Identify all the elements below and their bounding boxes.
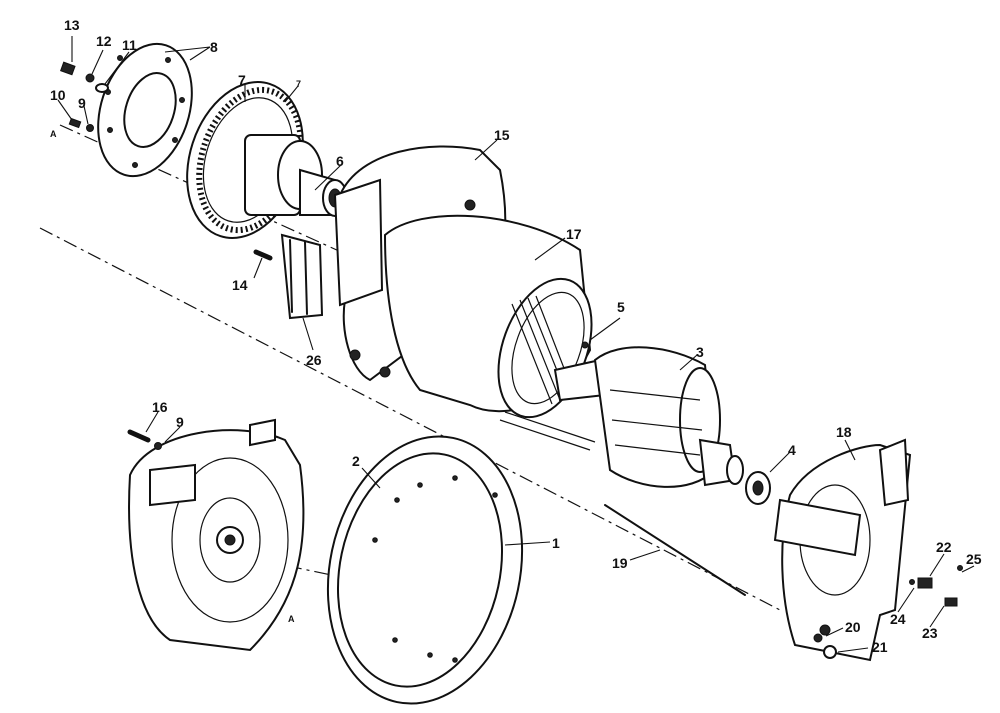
through-stud-part <box>604 504 746 596</box>
label-7-right: 7 <box>296 79 301 89</box>
label-18: 18 <box>836 424 852 440</box>
label-24: 24 <box>890 611 906 627</box>
label-10: 10 <box>50 87 66 103</box>
label-8: 8 <box>210 39 218 55</box>
adapter-ring-part <box>326 435 524 705</box>
stator-housing-part <box>333 145 596 451</box>
label-21: 21 <box>872 639 888 655</box>
label-1: 1 <box>552 535 560 551</box>
label-2: 2 <box>352 453 360 469</box>
label-11: 11 <box>122 37 137 53</box>
label-23: 23 <box>922 625 938 641</box>
label-3: 3 <box>696 344 704 360</box>
label-20: 20 <box>845 619 861 635</box>
label-26: 26 <box>306 352 322 368</box>
label-25: 25 <box>966 551 982 567</box>
label-16: 16 <box>152 399 168 415</box>
callout-labels: 13 12 11 8 10 9 A 7 7 6 14 15 17 26 5 3 … <box>50 17 982 655</box>
bracket-part <box>280 233 324 320</box>
label-7-left: 7 <box>238 72 246 88</box>
end-bell-part <box>773 438 912 662</box>
label-15: 15 <box>494 127 510 143</box>
label-4: 4 <box>788 442 796 458</box>
label-22: 22 <box>936 539 952 555</box>
label-19: 19 <box>612 555 628 571</box>
mark-a-top: A <box>50 129 57 139</box>
end-plate-part <box>97 42 193 178</box>
rotor-part <box>553 341 744 488</box>
center-axis-line <box>39 227 781 611</box>
mark-a-bottom: A <box>288 614 295 624</box>
small-hardware <box>60 61 963 659</box>
label-6: 6 <box>336 153 344 169</box>
fan-part <box>186 81 348 239</box>
label-13: 13 <box>64 17 80 33</box>
label-9-bottom: 9 <box>176 414 184 430</box>
label-12: 12 <box>96 33 112 49</box>
label-5: 5 <box>617 299 625 315</box>
label-9-top: 9 <box>78 95 86 111</box>
engine-adapter-part <box>128 418 305 652</box>
leader-lines <box>57 36 975 653</box>
label-17: 17 <box>566 226 582 242</box>
bearing-part <box>745 471 771 505</box>
label-14: 14 <box>232 277 248 293</box>
